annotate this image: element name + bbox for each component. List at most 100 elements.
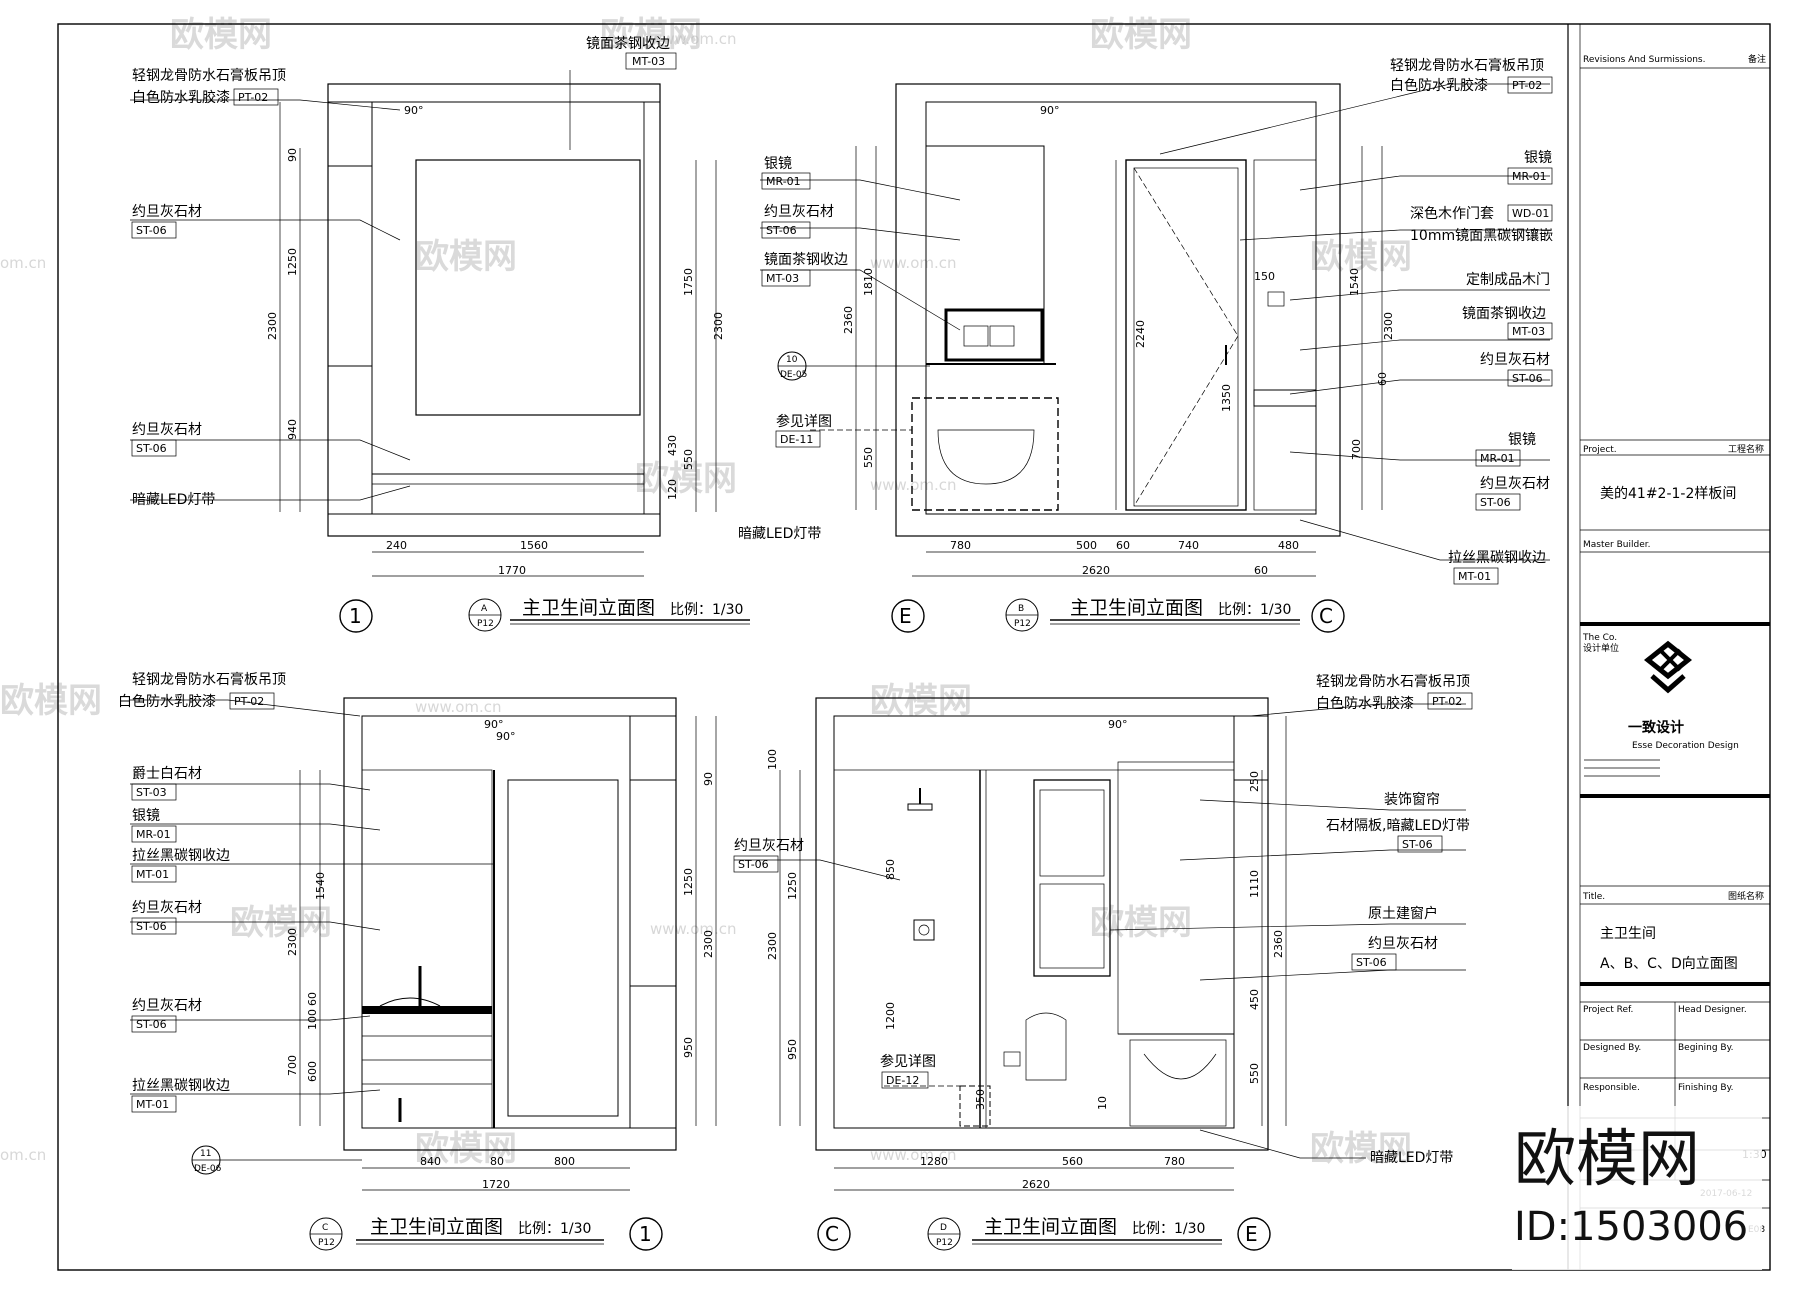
note-ceiling-1: 轻钢龙骨防水石膏板吊顶 [1316,673,1470,690]
code-ceiling: PT-02 [238,91,268,104]
code-ceiling: PT-02 [234,695,264,708]
dim: 780 [950,539,971,552]
view-scale: 比例：1/30 [1132,1221,1205,1237]
note-mirror-r: 银镜 [1524,150,1552,166]
dim: 1810 [862,268,875,296]
dim: 700 [1350,439,1363,460]
view-ref: D [940,1223,947,1233]
note-ceiling-1: 轻钢龙骨防水石膏板吊顶 [132,671,286,688]
head-designer-label: Head Designer. [1678,1005,1747,1015]
responsible-label: Responsible. [1583,1083,1640,1093]
code-box [131,221,177,239]
dim: 240 [386,539,407,552]
dim: 2620 [1022,1178,1050,1191]
note-curtain: 装饰窗帘 [1384,791,1440,808]
code-steel: MT-01 [1458,570,1491,583]
angle-label: 90° [496,730,516,743]
note-stone-r2: 约旦灰石材 [1480,476,1550,492]
dim: 1540 [1348,268,1361,296]
view-scale: 比例：1/30 [1218,602,1291,618]
dim: 480 [1278,539,1299,552]
watermark-url: www.om.cn [650,920,737,938]
axis-bubble: E [1245,1222,1258,1246]
room-interior [361,715,631,1129]
axis-bubble: C [825,1222,839,1246]
note-ceiling-2: 白色防水乳胶漆 [1316,695,1414,712]
note-stone-1: 约旦灰石材 [132,900,202,916]
toilet [1025,1012,1067,1081]
dim: 600 [306,1061,319,1082]
dim: 550 [862,447,875,468]
watermark-url: www.om.cn [870,476,957,494]
code-door-frame: WD-01 [1512,207,1549,220]
code-detail: DE-12 [886,1074,919,1087]
code-edge-r: MT-03 [1512,325,1545,338]
dim: 780 [1164,1155,1185,1168]
elevation-c: 轻钢龙骨防水石膏板吊顶 白色防水乳胶漆 PT-02 爵士白石材 ST-03 银镜… [118,671,717,1251]
watermark: 欧模网 [1310,237,1412,277]
code-stone-r: ST-06 [1512,372,1543,385]
title-label: Title. [1582,892,1605,902]
watermark: 欧模网 [1090,903,1192,943]
dim: 100 [306,1009,319,1030]
dim: 10 [1096,1096,1109,1110]
title-label-cn: 图纸名称 [1728,890,1764,902]
dim: 560 [1062,1155,1083,1168]
elevation-d: 轻钢龙骨防水石膏板吊顶 白色防水乳胶漆 PT-02 约旦灰石材 ST-06 装饰… [733,673,1473,1251]
stone-wall [371,101,645,515]
code-stone-r2: ST-06 [1480,496,1511,509]
note-ceiling-2: 白色防水乳胶漆 [118,693,216,710]
bathtub [1129,1039,1227,1127]
door [1125,159,1247,511]
room-interior [925,101,1317,515]
code-jazz: ST-03 [136,786,167,799]
elevation-a: 轻钢龙骨防水石膏板吊顶 白色防水乳胶漆 PT-02 镜面茶钢收边 MT-03 约… [130,36,750,633]
dim: 2300 [712,312,725,340]
sheet-border [57,23,1771,1271]
view-ref: C [322,1223,328,1233]
angle-label: 90° [1040,104,1060,117]
logo-text-en: Esse Decoration Design [1632,741,1739,751]
angle-label: 90° [1108,718,1128,731]
dim: 1200 [884,1002,897,1030]
dim: 1540 [314,872,327,900]
dim: 250 [1248,771,1261,792]
dim: 90 [702,772,715,786]
company-label-cn: 设计单位 [1583,642,1619,654]
stone-wall [925,101,1317,515]
watermark: 欧模网 [635,459,737,499]
detail-ref: 10 [786,355,798,365]
dim: 80 [490,1155,504,1168]
note-inlay: 10mm镜面黑碳钢镶嵌 [1410,227,1553,244]
wall-section [895,83,1341,537]
dim: 60 [1116,539,1130,552]
drawing-title-2: A、B、C、D向立面图 [1600,956,1738,972]
view-title: 主卫生间立面图 [370,1216,503,1238]
dim: 1770 [498,564,526,577]
wall-section [815,697,1269,1151]
title-block: Revisions And Surmissions. 备注 Project. 工… [1567,24,1770,1270]
dim: 1720 [482,1178,510,1191]
code-stone-2: ST-06 [136,442,167,455]
brand-name: 欧模网 [1514,1122,1700,1195]
note-mirror-r2: 银镜 [1508,432,1536,448]
dim: 1350 [1220,384,1233,412]
watermark: 欧模网 [230,903,332,943]
dim: 950 [682,1037,695,1058]
note-ceiling-2: 白色防水乳胶漆 [1390,77,1488,94]
dim: 150 [1254,270,1275,283]
watermark-url: www.om.cn [650,30,737,48]
axis-bubble: 1 [639,1222,652,1246]
code-stone: ST-06 [738,858,769,871]
curtain [1117,761,1235,1035]
mosaic-panel [507,779,619,1117]
code-mirror-r: MR-01 [1512,170,1547,183]
note-led: 暗藏LED灯带 [1370,1150,1453,1166]
dim: 1280 [920,1155,948,1168]
dim: 100 [766,749,779,770]
dim: 700 [286,1055,299,1076]
dim: 550 [682,449,695,470]
watermark-url: www.om.cn [870,254,957,272]
watermark-url: www.om.cn [415,698,502,716]
code-mirror: MR-01 [136,828,171,841]
